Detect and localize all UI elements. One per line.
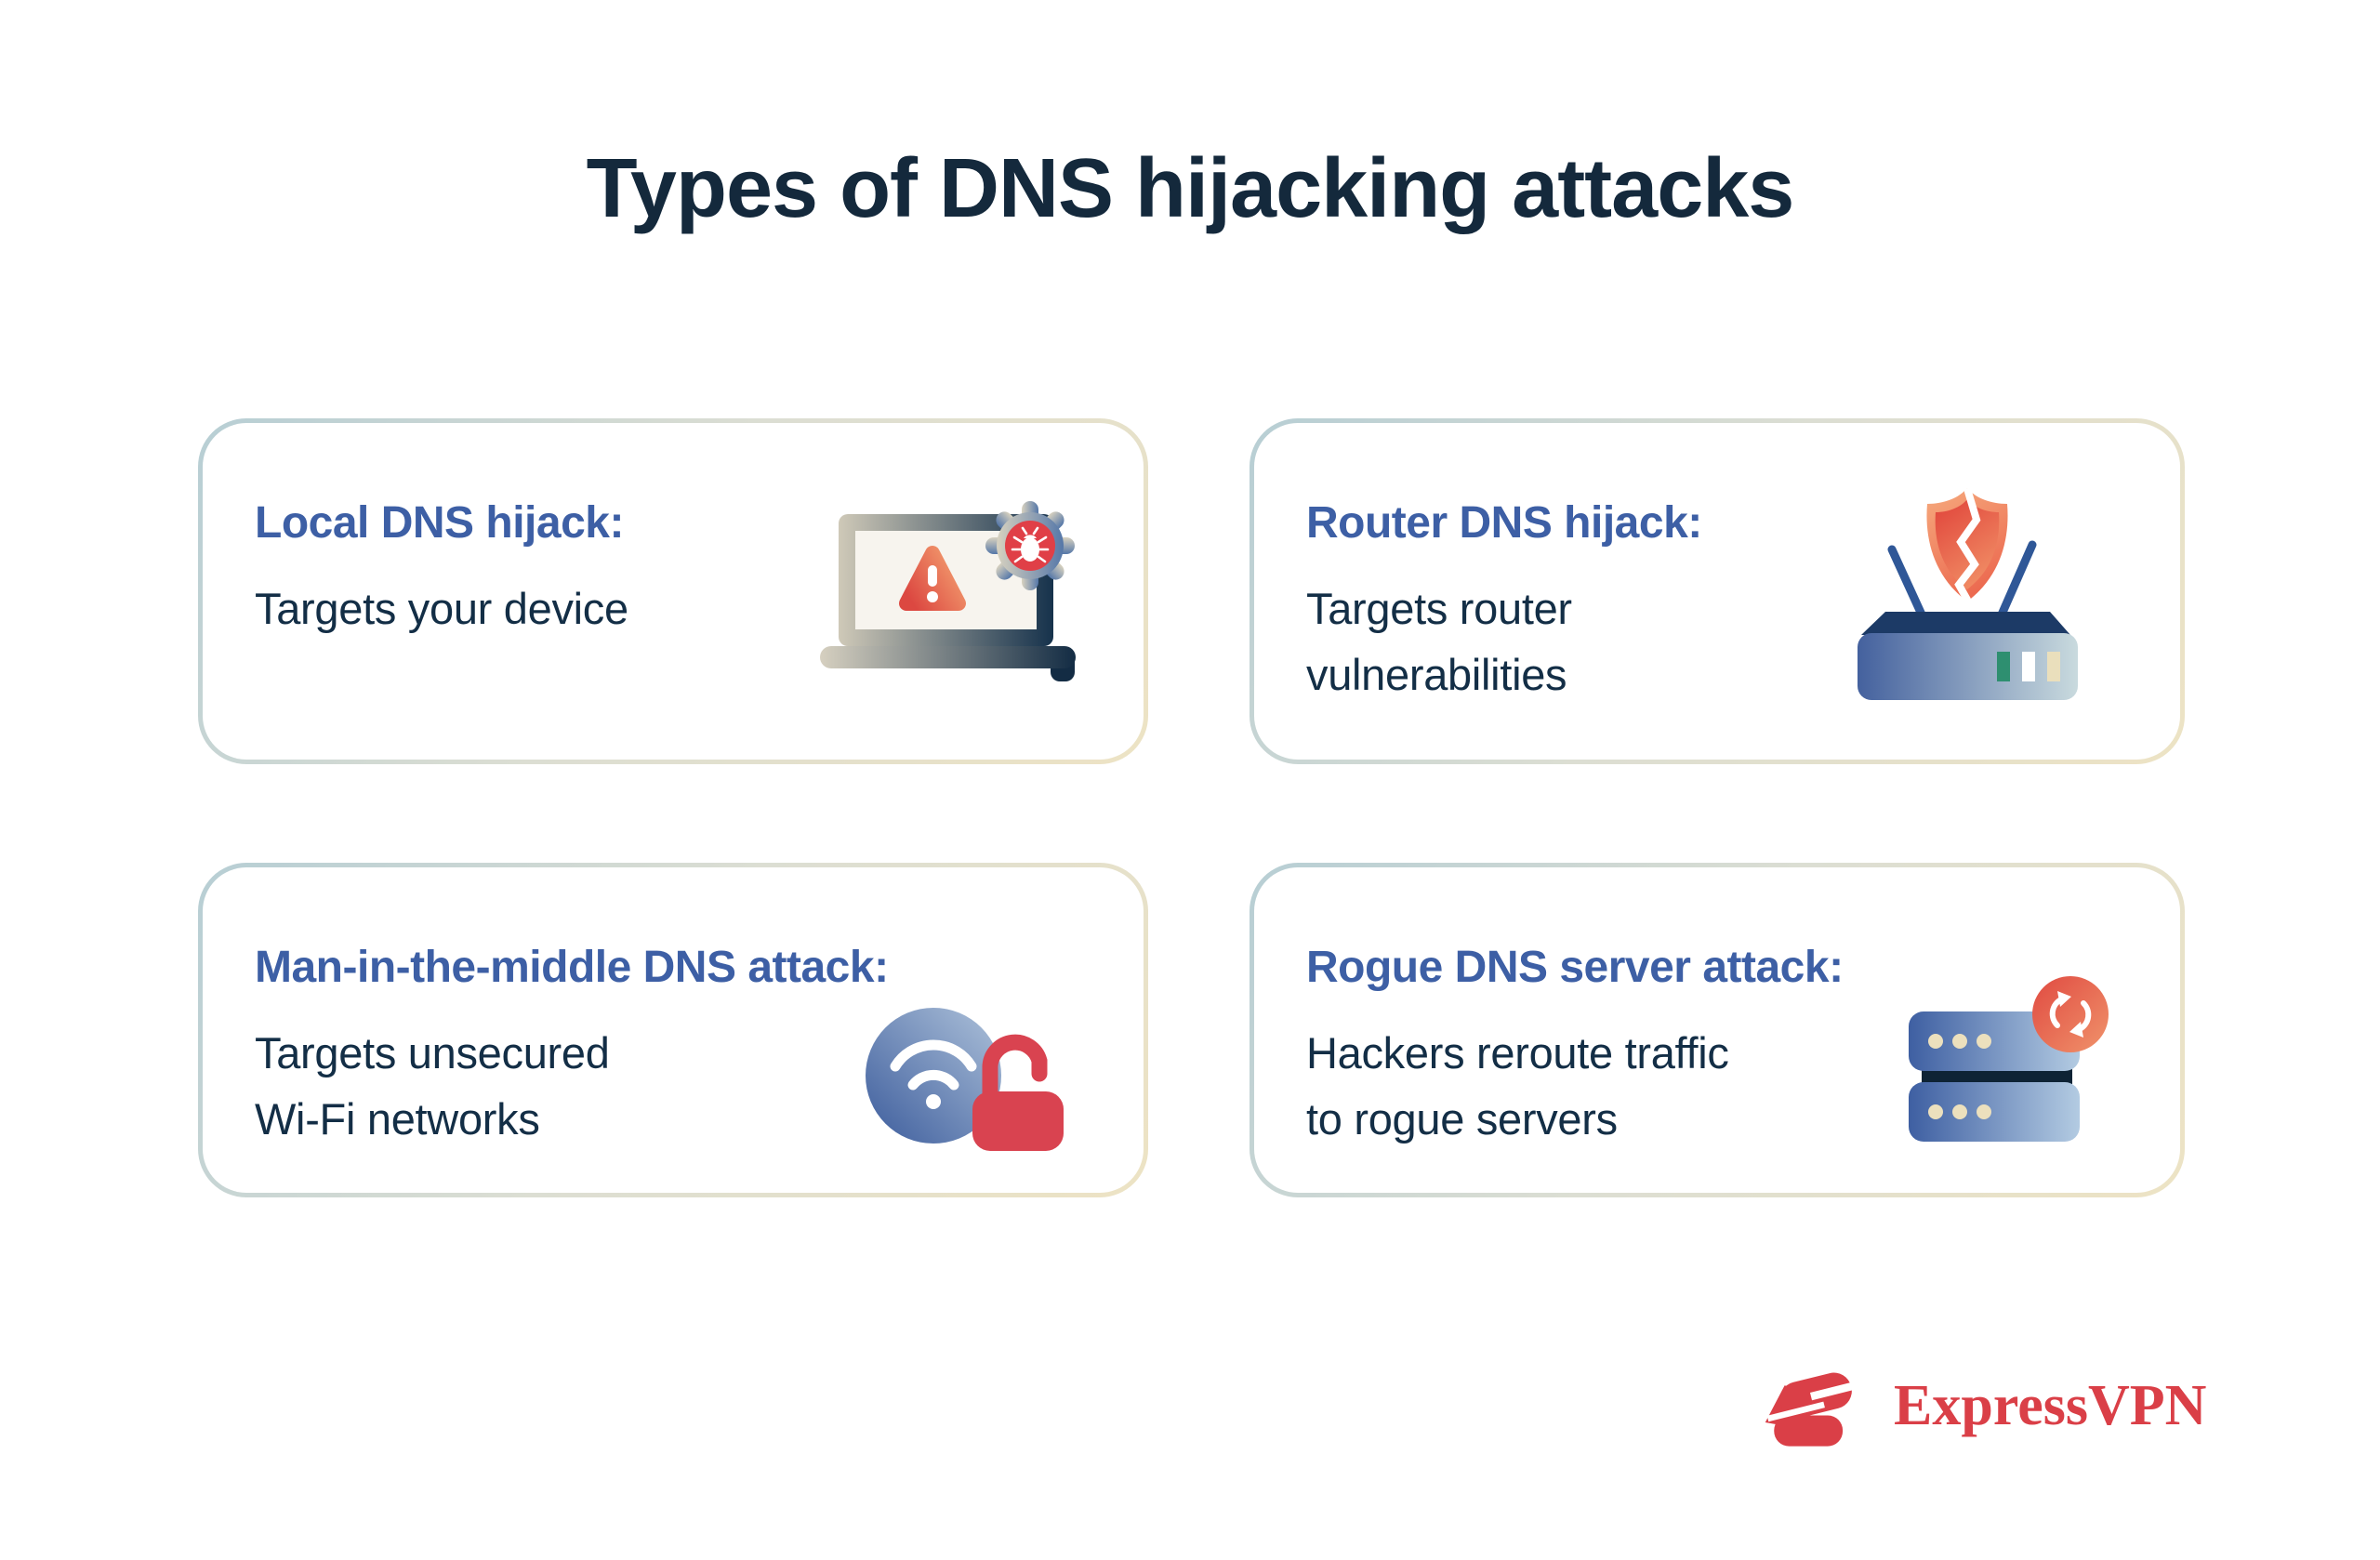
- router-top: [1861, 612, 2070, 635]
- card-body-line: Hackers reroute traffic: [1306, 1028, 1729, 1077]
- card-body-line: vulnerabilities: [1306, 649, 1567, 699]
- open-padlock-icon: [972, 1034, 1064, 1151]
- warning-triangle-icon: [899, 546, 966, 611]
- rogue-server-icon: [1909, 976, 2111, 1153]
- router-antennas: [1887, 540, 2037, 619]
- brand-logo: ExpressVPN: [1762, 1362, 2206, 1450]
- wifi-icon: [890, 1039, 977, 1091]
- page-title: Types of DNS hijacking attacks: [586, 142, 1795, 235]
- wifi-open-padlock-icon: [865, 1005, 1065, 1154]
- card-body-line: to rogue servers: [1306, 1093, 1618, 1144]
- server-lights: [1928, 1034, 1991, 1119]
- card-local-dns-hijack: Local DNS hijack: Targets your device: [198, 418, 1148, 764]
- bug-icon: [1011, 526, 1050, 563]
- card-heading: Local DNS hijack:: [255, 498, 624, 548]
- expressvpn-icon: [1765, 1372, 1855, 1447]
- card-heading: Man-in-the-middle DNS attack:: [255, 943, 889, 992]
- server-unit-bottom: [1909, 1082, 2080, 1142]
- card-body-line: Targets router: [1306, 584, 1572, 633]
- card-rogue-dns-server-attack: Rogue DNS server attack: Hackers reroute…: [1250, 863, 2185, 1197]
- broken-shield-icon: [1926, 488, 2008, 603]
- card-heading: Rogue DNS server attack:: [1306, 943, 1844, 992]
- card-body-line: Wi-Fi networks: [255, 1093, 540, 1144]
- router-lights: [1997, 652, 2060, 681]
- gear-bug-icon: [985, 501, 1075, 590]
- reroute-sync-icon: [2032, 976, 2109, 1052]
- laptop-warning-gear-bug-icon: [816, 488, 1095, 702]
- server-divider: [1922, 1069, 2072, 1084]
- laptop-base: [820, 646, 1076, 668]
- brand-name: ExpressVPN: [1894, 1374, 2207, 1437]
- router-body: [1858, 633, 2078, 700]
- card-router-dns-hijack: Router DNS hijack: Targets router vulner…: [1250, 418, 2185, 764]
- router-broken-shield-icon: [1850, 486, 2092, 705]
- card-body-line: Targets your device: [255, 584, 628, 633]
- card-man-in-the-middle-dns-attack: Man-in-the-middle DNS attack: Targets un…: [198, 863, 1148, 1197]
- card-body-line: Targets unsecured: [255, 1028, 610, 1077]
- card-heading: Router DNS hijack:: [1306, 498, 1702, 548]
